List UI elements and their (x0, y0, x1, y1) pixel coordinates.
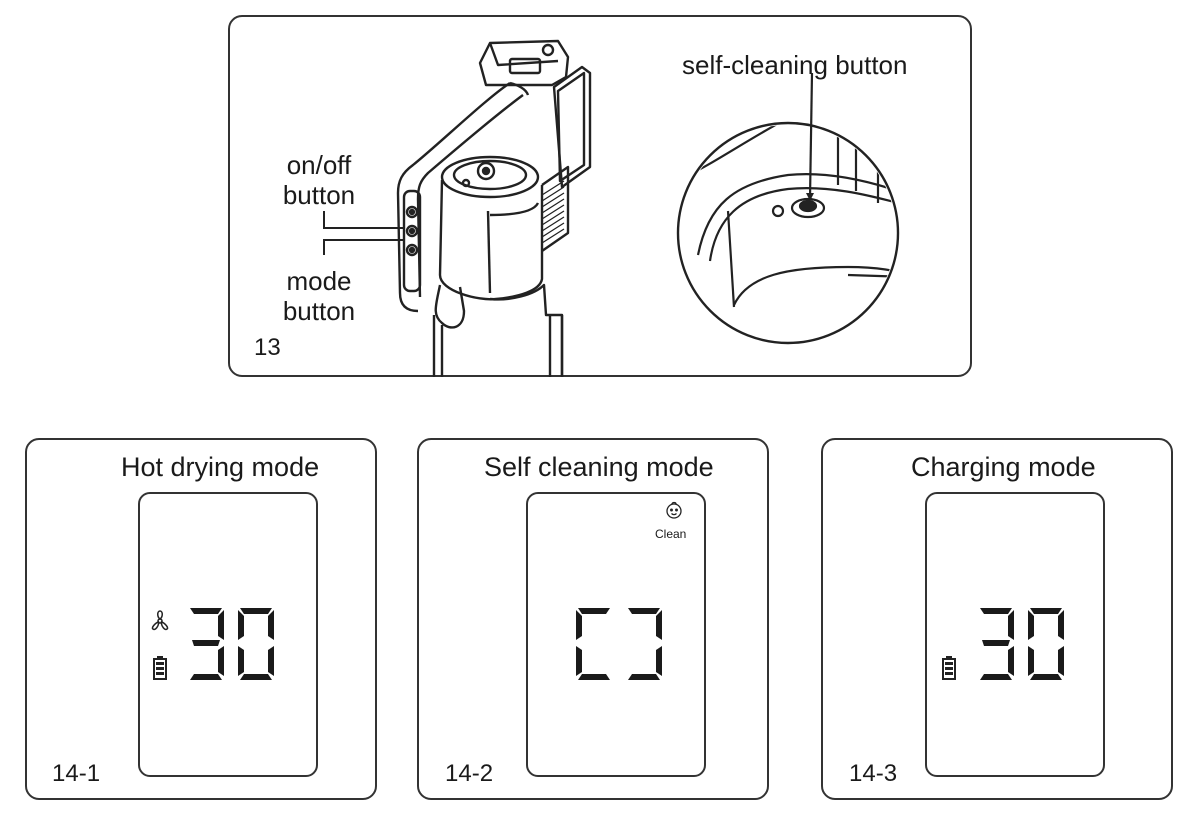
self-cleaning-button-label: self-cleaning button (682, 50, 908, 80)
figure-13-number: 13 (254, 334, 281, 361)
battery-icon (153, 656, 167, 680)
mode-button-label: mode button (274, 266, 364, 326)
panel-14-2-number: 14-2 (445, 760, 494, 787)
panel-14-3-title: Charging mode (911, 452, 1096, 482)
panel-14-3-display (925, 492, 1105, 777)
clean-label: Clean (655, 527, 687, 541)
onoff-label-line2: button (282, 180, 356, 210)
fan-icon (151, 610, 169, 631)
panel-14-1-number: 14-1 (52, 760, 101, 787)
baby-clean-icon (666, 501, 682, 519)
panel-14-3-number: 14-3 (849, 760, 898, 787)
panel-14-1-display (138, 492, 318, 777)
onoff-label-line1: on/off (286, 150, 352, 180)
panel-14-2-display (526, 492, 706, 777)
onoff-button-label: on/off button (274, 150, 364, 210)
panel-14-1-digits (190, 608, 274, 680)
figure-13-frame (228, 15, 972, 377)
panel-14-3-digits (980, 608, 1064, 680)
mode-label-line1: mode (286, 266, 352, 296)
panel-14-2-digits (576, 608, 662, 680)
vacuum-handle-illustration (323, 39, 900, 377)
battery-icon (942, 656, 956, 680)
panel-14-1-title: Hot drying mode (121, 452, 320, 482)
panel-14-2-title: Self cleaning mode (484, 452, 714, 482)
mode-label-line2: button (282, 296, 356, 326)
